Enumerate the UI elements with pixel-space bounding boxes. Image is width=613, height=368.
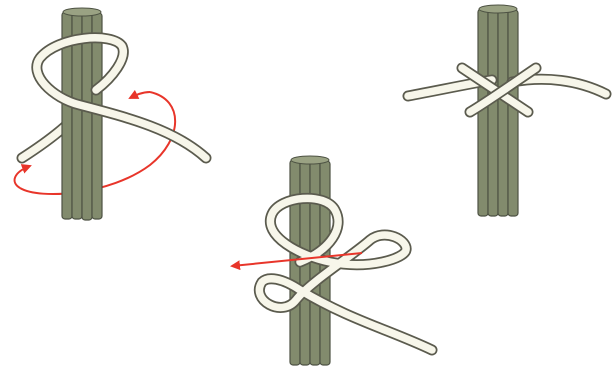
step-3-finished-knot — [402, 4, 612, 217]
step-1-rotation-arrow-back — [19, 91, 177, 196]
step-1-wrap-around-pole — [13, 7, 212, 221]
step-2-tuck-and-pull — [230, 155, 438, 366]
step-1-rotation-arrow-front — [13, 164, 32, 189]
step-3-rope-cross-b — [466, 64, 540, 116]
step-1-pole — [61, 7, 103, 221]
step-1-rotation-arrow-start — [128, 89, 151, 99]
step-2-rope-outline — [254, 192, 438, 356]
step-2-pull-arrow — [230, 252, 363, 271]
step-3-rope-right — [508, 75, 610, 98]
step-3-pole — [477, 4, 519, 217]
step-2-rope — [255, 194, 436, 354]
step-1-rope-loop — [33, 34, 210, 162]
